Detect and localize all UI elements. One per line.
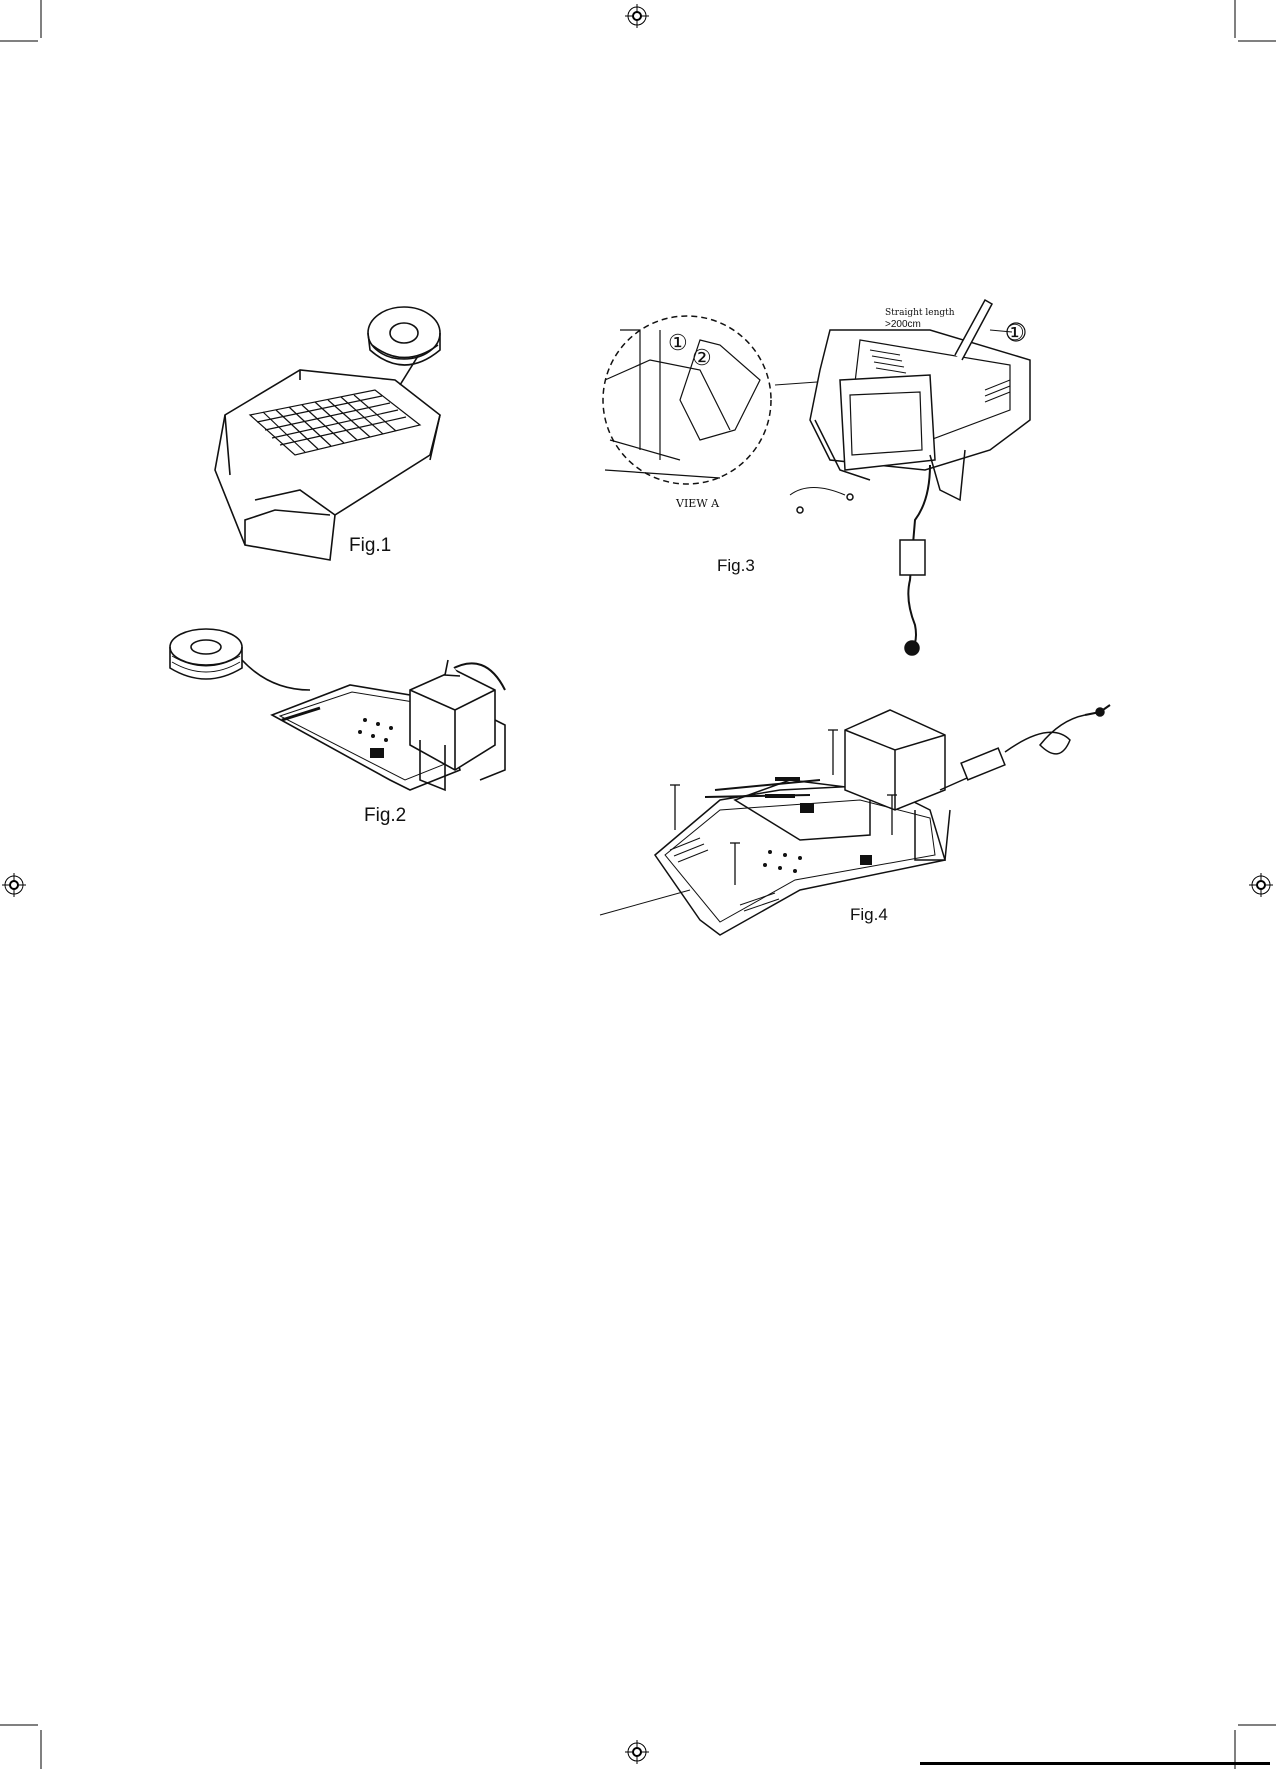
fig4-caption: Fig.4	[850, 905, 888, 925]
